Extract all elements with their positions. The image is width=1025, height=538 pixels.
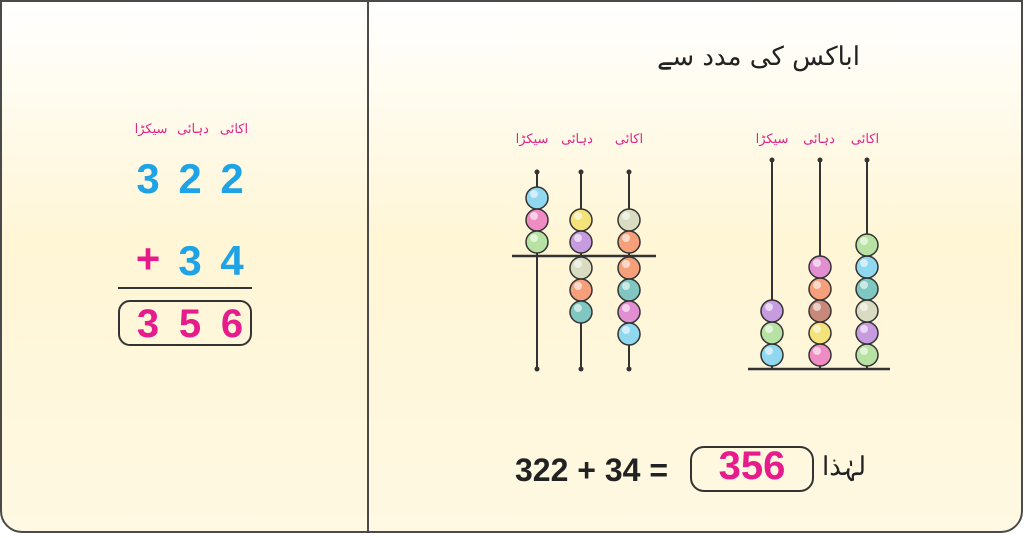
abacus2-bead-shine [813,259,821,267]
abacus1-added-bead [618,323,640,345]
abacus1-rod-end [579,367,584,372]
abacus2-bead-shine [860,303,868,311]
abacus2-bead [809,322,831,344]
equation-text: 322 + 34 = [515,452,668,489]
abacus2-bead [856,300,878,322]
abacus1-bead-shine [574,234,582,242]
abacus2-bead-shine [813,325,821,333]
abacus1-rod-end [535,367,540,372]
abacus1-added-bead [618,279,640,301]
abacus2-bead-shine [765,303,773,311]
abacus2-bead-shine [860,325,868,333]
abacus1-bead [570,209,592,231]
abacus1-bead-shine [622,234,630,242]
abacus1-bead [618,209,640,231]
abacus2-bead [809,256,831,278]
abacus1-bead [526,187,548,209]
abacus1-added-bead-shine [574,260,582,268]
abacus1-added-bead-shine [622,304,630,312]
abacus1-bead [526,231,548,253]
abacus1-added-bead [618,301,640,323]
abacus1-rod-tip [579,170,584,175]
abacus1-rod-end [627,367,632,372]
abacus2-bead-shine [765,347,773,355]
abacus1-bead-shine [530,234,538,242]
abacus1-bead [618,231,640,253]
abacus1-bead-shine [530,190,538,198]
abacus2-bead [856,344,878,366]
abacus2-bead-shine [860,259,868,267]
abacus2-rod-tip [865,158,870,163]
abacus2-bead-shine [813,303,821,311]
equation-answer: 356 [690,444,814,489]
abacus1-bead [570,231,592,253]
abacus2-bead [856,322,878,344]
abacus2-bead [761,344,783,366]
abacus2-bead [856,256,878,278]
abacus2-bead [809,300,831,322]
abacus2-bead [761,322,783,344]
abacus1-rod-tip [535,170,540,175]
abacus2-bead-shine [860,281,868,289]
abacus1-bead [526,209,548,231]
abacus2-bead [856,234,878,256]
abacus1-added-bead [570,301,592,323]
abacus1-added-bead-shine [622,260,630,268]
abacus1-added-bead-shine [574,282,582,290]
abacus1-added-bead [570,257,592,279]
abacus2-rod-tip [770,158,775,163]
abacus2-bead-shine [765,325,773,333]
abacus2-bead-shine [813,281,821,289]
abacus1-added-bead-shine [622,282,630,290]
abacus1-bead-shine [622,212,630,220]
therefore-word: لہٰذا [822,452,866,482]
abacus2-rod-tip [818,158,823,163]
abacus1-rod-tip [627,170,632,175]
abacus2-bead [761,300,783,322]
abacus2-bead [809,344,831,366]
abacus1-bead-shine [530,212,538,220]
abacus1-added-bead [618,257,640,279]
abacus2-bead-shine [813,347,821,355]
abacus2-bead-shine [860,347,868,355]
abacus1-bead-shine [574,212,582,220]
abacus1-added-bead-shine [622,326,630,334]
abacus2-bead [856,278,878,300]
abacus2-bead [809,278,831,300]
abacus1-added-bead-shine [574,304,582,312]
abacus1-added-bead [570,279,592,301]
abacus2-bead-shine [860,237,868,245]
